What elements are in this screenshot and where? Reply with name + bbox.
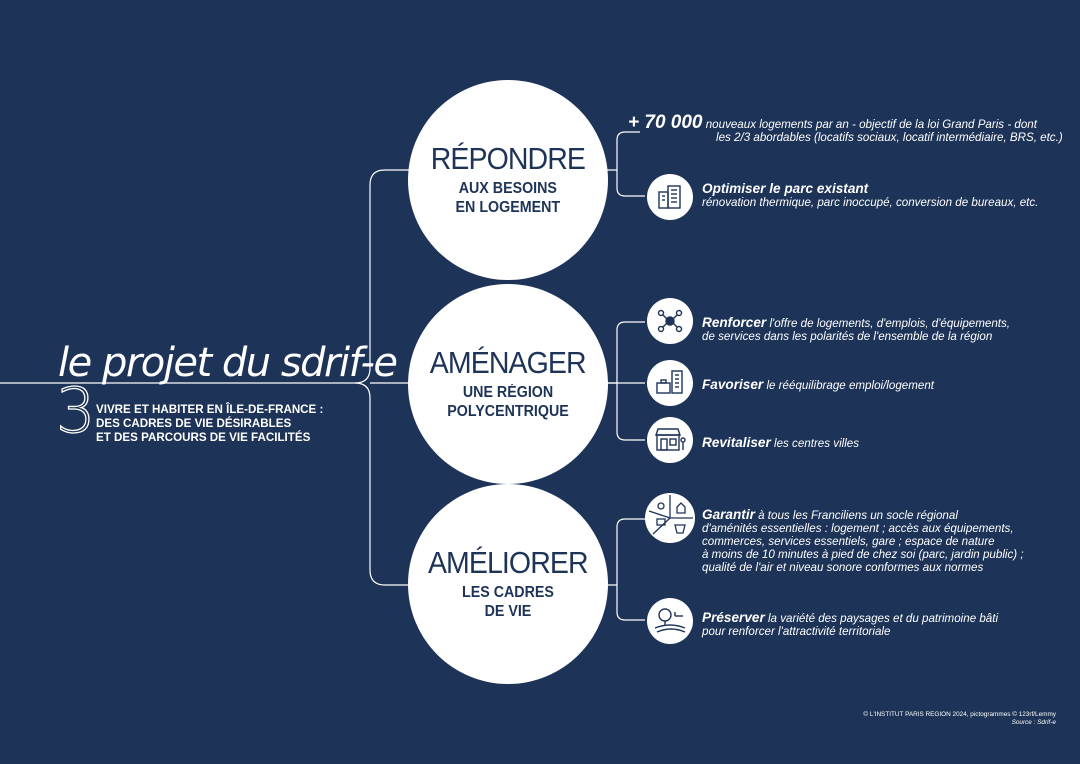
item-text: pour renforcer l'attractivité territoria… (702, 625, 891, 638)
item-text: les centres villes (770, 437, 860, 450)
subtitle-line: VIVRE ET HABITER EN ÎLE-DE-FRANCE : (96, 403, 324, 416)
item-text: nouveaux logements par an - objectif de … (702, 118, 1037, 131)
amenities-pie-icon (645, 493, 695, 543)
pillar-subtitle: LES CADRES DE VIE (462, 583, 554, 621)
pillar-subtitle-line: LES CADRES (462, 584, 554, 601)
item-favoriser: Favoriser le rééquilibrage emploi/logeme… (702, 378, 934, 392)
item-strong: Garantir (702, 507, 755, 522)
item-text: à moins de 10 minutes à pied de chez soi… (702, 548, 1024, 561)
item-text: de services dans les polarités de l'ense… (702, 330, 993, 343)
pillar-subtitle: UNE RÉGION POLYCENTRIQUE (447, 383, 568, 421)
item-strong: Optimiser le parc existant (702, 181, 869, 196)
item-text: commerces, services essentiels, gare ; e… (702, 535, 995, 548)
pillar-subtitle-line: DE VIE (484, 603, 532, 620)
item-text: qualité de l'air et niveau sonore confor… (702, 561, 984, 574)
branch-top (354, 169, 410, 384)
storefront-icon (647, 417, 693, 463)
buildings-icon (647, 174, 693, 220)
pillar-subtitle-line: AUX BESOINS (458, 180, 558, 197)
item-strong: Revitaliser (702, 435, 771, 450)
connector-2a (607, 321, 645, 384)
connector-3a (607, 518, 645, 586)
pillar-title: AMÉLIORER (428, 545, 589, 580)
pillar-title: RÉPONDRE (430, 141, 586, 176)
item-renforcer: Renforcer l'offre de logements, d'emploi… (702, 316, 1010, 343)
item-strong: Favoriser (702, 377, 764, 392)
item-garantir: Garantir à tous les Franciliens un socle… (702, 508, 1024, 574)
pillar-subtitle-line: POLYCENTRIQUE (447, 403, 569, 420)
briefcase-building-icon (647, 360, 693, 406)
item-text: le rééquilibrage emploi/logement (763, 379, 935, 392)
connector-2c (616, 383, 645, 441)
connector-3b (616, 585, 645, 621)
project-subtitle: VIVRE ET HABITER EN ÎLE-DE-FRANCE : DES … (96, 403, 336, 445)
project-title: le projet du sdrif-e (58, 340, 398, 386)
source-line: Source : Sdrif-e (1011, 719, 1056, 726)
item-optimiser: Optimiser le parc existant rénovation th… (702, 182, 1038, 209)
item-preserver: Préserver la variété des paysages et du … (702, 611, 998, 638)
subtitle-line: ET DES PARCOURS DE VIE FACILITÉS (96, 431, 311, 444)
item-text: l'offre de logements, d'emplois, d'équip… (766, 317, 1011, 330)
connector-1b (616, 170, 645, 197)
item-strong: + 70 000 (628, 112, 703, 133)
credits: © L'INSTITUT PARIS REGION 2024, pictogra… (863, 711, 1056, 727)
item-text: rénovation thermique, parc inoccupé, con… (702, 196, 1039, 209)
project-number: 3 (55, 374, 96, 447)
credit-line: © L'INSTITUT PARIS REGION 2024, pictogra… (863, 711, 1056, 718)
item-strong: Préserver (702, 610, 765, 625)
connector-1a (607, 131, 640, 171)
item-text: à tous les Franciliens un socle régional (754, 509, 958, 522)
pillar-circle-ameliorer: AMÉLIORER LES CADRES DE VIE (408, 484, 608, 684)
item-strong: Renforcer (702, 315, 767, 330)
item-text: la variété des paysages et du patrimoine… (764, 612, 999, 625)
pillar-subtitle-line: EN LOGEMENT (455, 199, 561, 216)
item-text: d'aménités essentielles : logement ; acc… (702, 522, 1014, 535)
item-housing-target: + 70 000 nouveaux logements par an - obj… (628, 113, 1063, 144)
pillar-subtitle-line: UNE RÉGION (462, 384, 554, 401)
pillar-circle-repondre: RÉPONDRE AUX BESOINS EN LOGEMENT (408, 80, 608, 280)
landscape-icon (647, 598, 693, 644)
subtitle-line: DES CADRES DE VIE DÉSIRABLES (96, 417, 292, 430)
network-nodes-icon (647, 298, 693, 344)
pillar-circle-amenager: AMÉNAGER UNE RÉGION POLYCENTRIQUE (408, 284, 608, 484)
item-text: les 2/3 abordables (locatifs sociaux, lo… (716, 131, 1063, 144)
pillar-title: AMÉNAGER (430, 345, 587, 380)
pillar-subtitle: AUX BESOINS EN LOGEMENT (456, 179, 561, 217)
branch-bottom (354, 382, 410, 586)
item-revitaliser: Revitaliser les centres villes (702, 436, 859, 450)
